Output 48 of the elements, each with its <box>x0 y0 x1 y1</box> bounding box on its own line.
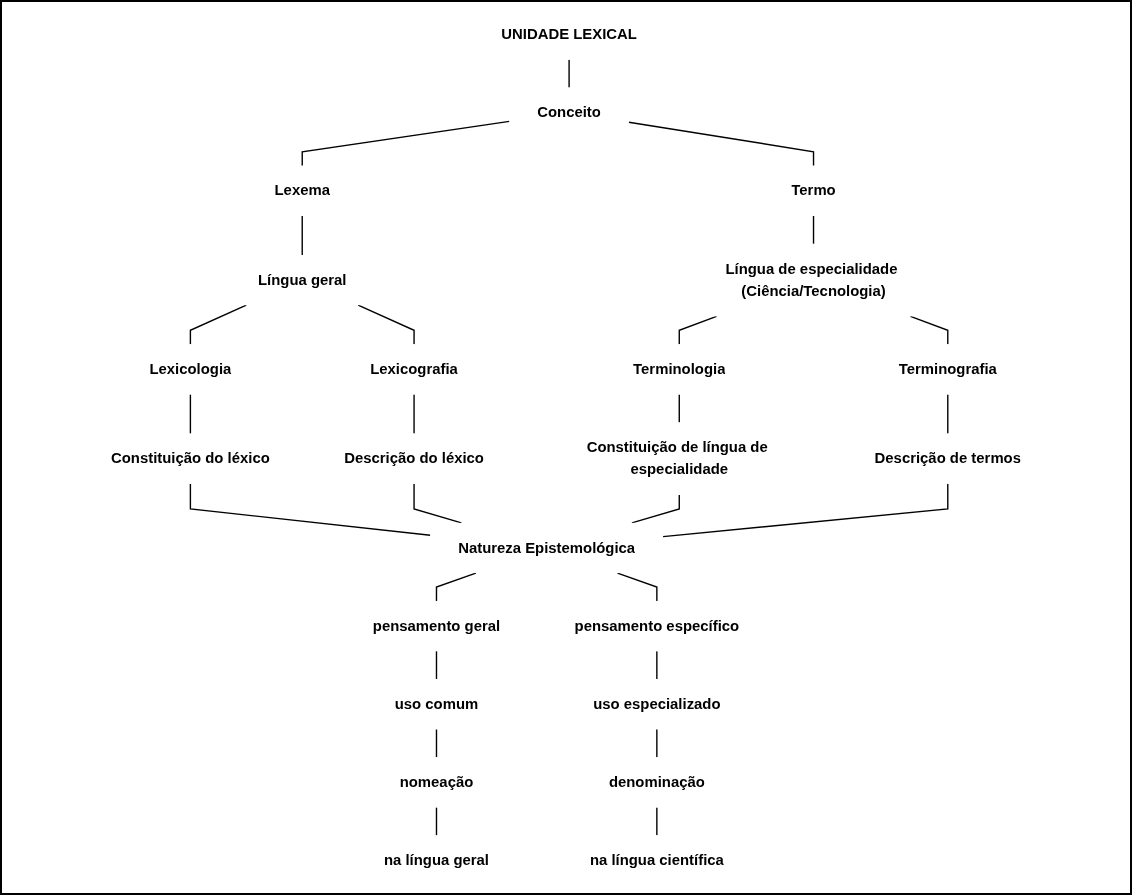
node-text: na língua geral <box>383 852 489 868</box>
node-text: Lexicologia <box>149 361 232 377</box>
node-text: Constituição de língua de especialidade <box>586 439 768 478</box>
connector <box>616 572 658 602</box>
connector <box>812 215 815 245</box>
node-text: Descrição do léxico <box>344 450 484 467</box>
connector <box>678 315 718 345</box>
connector <box>631 494 680 524</box>
connector <box>189 304 247 345</box>
node-text: Termo <box>791 182 836 199</box>
connector <box>678 393 680 424</box>
node-text: na língua científica <box>589 852 724 868</box>
node-text: Lexema <box>274 182 330 199</box>
node-text: Língua de especialidade (Ciência/Tecnologia) <box>725 260 898 299</box>
connector <box>435 728 438 758</box>
connector <box>662 483 949 538</box>
node-text: Natureza Epistemológica <box>458 539 636 556</box>
node-text: Constituição do léxico <box>111 450 270 467</box>
node-text: pensamento específico <box>574 617 740 634</box>
connector <box>189 483 431 536</box>
connector <box>435 650 438 680</box>
connector <box>568 58 570 89</box>
connector <box>413 393 415 435</box>
node-text: denominação <box>608 773 705 790</box>
connector <box>435 572 477 602</box>
connector <box>656 650 658 680</box>
connector <box>947 393 949 435</box>
connector <box>189 393 192 435</box>
connector <box>909 315 949 345</box>
node-text: Terminografia <box>898 361 997 377</box>
node-text: UNIDADE LEXICAL <box>501 26 637 42</box>
node-text: pensamento geral <box>372 617 501 634</box>
node-text: Lexicografia <box>370 361 458 377</box>
node-text: nomeação <box>399 773 474 790</box>
node-text: uso especializado <box>593 695 721 712</box>
node-text: Língua geral <box>257 271 347 288</box>
connector <box>628 121 815 167</box>
node-text: Conceito <box>537 104 601 121</box>
connector <box>301 120 511 167</box>
connector <box>656 728 658 758</box>
connector <box>357 304 415 345</box>
node-text: Descrição de termos <box>874 450 1021 467</box>
connector <box>656 806 658 837</box>
connector <box>413 483 463 524</box>
node-text: Terminologia <box>633 361 726 377</box>
node-text: uso comum <box>394 695 479 712</box>
connector <box>435 806 438 837</box>
connector <box>301 215 303 256</box>
